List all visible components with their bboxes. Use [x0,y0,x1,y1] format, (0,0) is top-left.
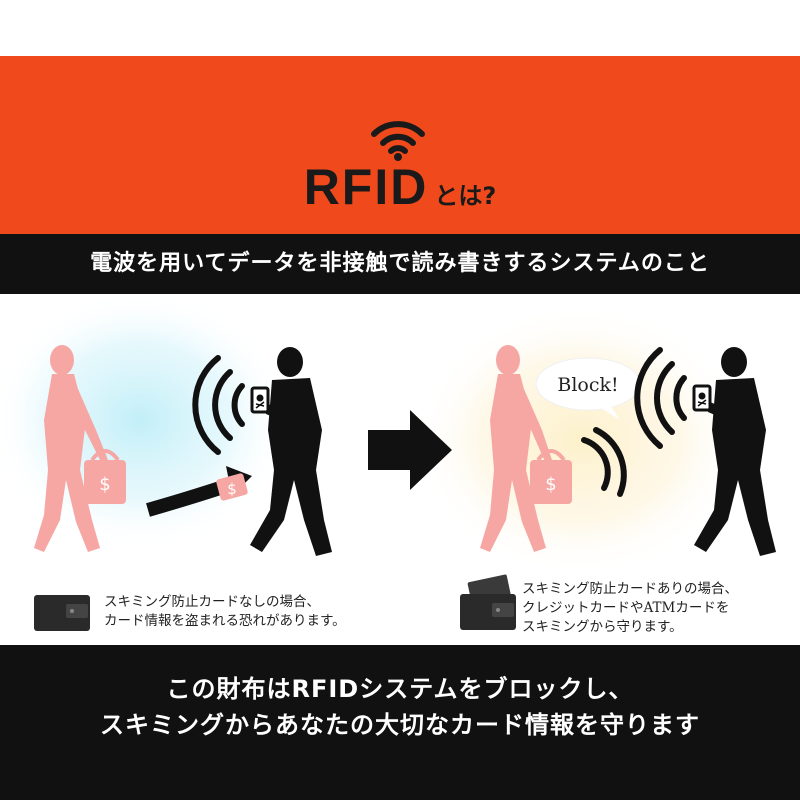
wifi-signal-icon [371,121,425,161]
skull-icon-right [697,392,707,407]
wallet-icon [34,595,90,631]
wallet-with-card-icon [460,574,516,630]
title-banner [0,56,800,234]
title-main: RFID [303,159,429,215]
caption-right: スキミング防止カードありの場合、 クレジットカードやATMカードを スキミングか… [522,580,738,637]
title-sub: とは? [434,182,497,210]
footer-line-2: スキミングからあなたの大切なカード情報を守ります [100,711,700,739]
subtitle-bar: 電波を用いてデータを非接触で読み書きするシステムのこと [0,234,800,294]
bag-dollar-left: $ [99,474,110,495]
woman-silhouette-left [34,345,126,552]
subtitle-text: 電波を用いてデータを非接触で読み書きするシステムのこと [90,251,710,276]
footer-bar: この財布はRFIDシステムをブロックし、 スキミングからあなたの大切なカード情報… [0,645,800,800]
card-icon-left [216,473,248,501]
right-glow [415,305,745,575]
wave-icon-right [634,347,687,449]
card-dollar-left: $ [227,480,237,498]
caption-right-line: スキミングから守ります。 [522,619,683,635]
top-margin [0,0,800,56]
block-text: Block! [557,374,618,396]
skull-icon [255,394,265,409]
caption-right-line: スキミング防止カードありの場合、 [522,581,738,597]
wave-icon-left [192,355,245,455]
wave-icon-small-right [581,427,627,497]
woman-silhouette-right [480,345,572,552]
man-silhouette-right [692,347,776,556]
caption-right-line: クレジットカードやATMカードを [522,600,730,616]
bag-dollar-right: $ [545,474,556,495]
caption-left-line: カード情報を盗まれる恐れがあります。 [104,613,346,629]
caption-left-line: スキミング防止カードなしの場合、 [104,594,320,610]
arrow-right-icon [368,410,452,490]
caption-left: スキミング防止カードなしの場合、 カード情報を盗まれる恐れがあります。 [104,593,346,631]
illustration: $ $ $ Block! [0,294,776,631]
left-glow [0,294,290,550]
footer-line-1: この財布はRFIDシステムをブロックし、 [166,675,634,703]
